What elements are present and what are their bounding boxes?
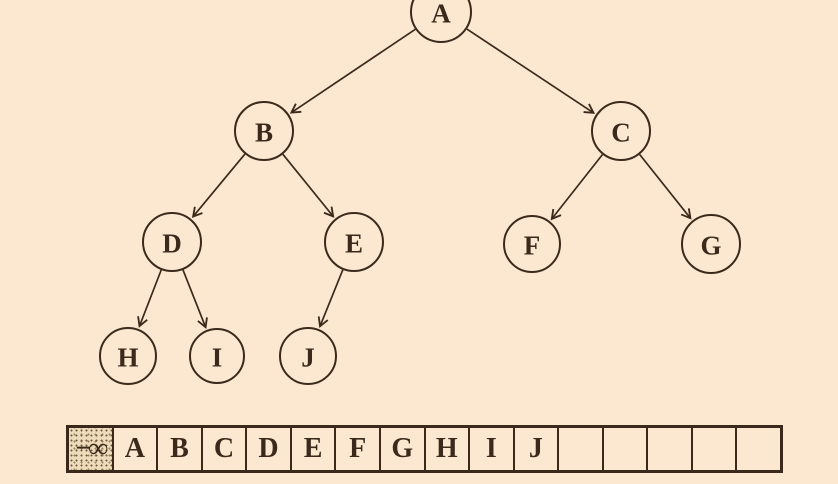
node-circle	[591, 101, 651, 161]
node-circle	[279, 327, 337, 385]
array-cell-14	[693, 428, 738, 470]
array-cell-2: B	[158, 428, 203, 470]
node-label: E	[345, 229, 363, 259]
tree-node-e: E	[324, 212, 384, 272]
tree-node-h: H	[99, 327, 157, 385]
array-cell-3: C	[203, 428, 248, 470]
node-circle	[681, 214, 741, 274]
array-cell-0: −∞	[69, 428, 114, 470]
tree-node-d: D	[142, 212, 202, 272]
node-label: J	[301, 343, 315, 373]
array-cell-4: D	[247, 428, 292, 470]
node-label: F	[524, 231, 541, 261]
node-label: H	[117, 343, 138, 373]
array-cell-12	[604, 428, 649, 470]
array-cell-13	[648, 428, 693, 470]
node-circle	[234, 101, 294, 161]
tree-edge-C-F	[550, 154, 604, 221]
node-circle	[99, 327, 157, 385]
tree-node-f: F	[503, 215, 561, 273]
array-cell-9: I	[470, 428, 515, 470]
array-cell-7: G	[381, 428, 426, 470]
tree-edge-E-J	[317, 269, 344, 329]
tree-node-b: B	[234, 101, 294, 161]
tree-edge-D-H	[137, 269, 162, 328]
node-label: C	[611, 118, 631, 148]
node-label: B	[255, 118, 273, 148]
tree-node-i: I	[189, 328, 245, 384]
array-cell-5: E	[292, 428, 337, 470]
tree-edge-C-G	[639, 153, 692, 220]
array-cell-10: J	[515, 428, 560, 470]
tree-node-c: C	[591, 101, 651, 161]
array-cell-1: A	[114, 428, 159, 470]
tree-edge-A-B	[289, 28, 416, 114]
node-circle	[410, 0, 472, 43]
tree-edge-D-I	[182, 269, 208, 329]
node-circle	[324, 212, 384, 272]
node-label: D	[162, 229, 182, 259]
tree-node-j: J	[279, 327, 337, 385]
tree-node-a: A	[410, 0, 472, 43]
tree-node-g: G	[681, 214, 741, 274]
node-circle	[189, 328, 245, 384]
array-cell-15	[737, 428, 780, 470]
array-cell-8: H	[426, 428, 471, 470]
node-label: I	[212, 343, 223, 373]
node-label: A	[431, 0, 451, 29]
tree-edge-A-C	[466, 28, 596, 114]
node-label: G	[700, 231, 721, 261]
tree-edge-B-D	[191, 153, 246, 219]
array-cell-11	[559, 428, 604, 470]
node-circle	[142, 212, 202, 272]
array-cell-6: F	[336, 428, 381, 470]
node-circle	[503, 215, 561, 273]
tree-edge-B-E	[282, 153, 335, 218]
